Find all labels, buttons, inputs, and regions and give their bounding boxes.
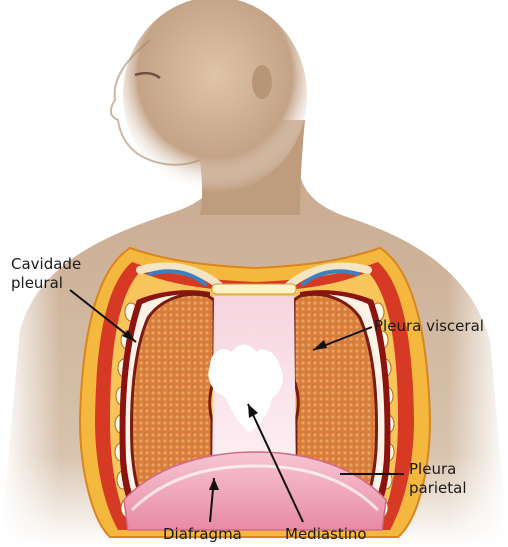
label-cavidade-pleural: Cavidade pleural: [11, 255, 81, 293]
label-pleura-parietal-line1: Pleura: [409, 460, 467, 479]
label-mediastino: Mediastino: [285, 525, 367, 544]
sternum: [212, 284, 296, 294]
label-pleura-visceral: Pleura visceral: [374, 317, 484, 336]
label-diafragma: Diafragma: [163, 525, 242, 544]
label-cavidade-line2: pleural: [11, 274, 81, 293]
label-pleura-parietal: Pleura parietal: [409, 460, 467, 498]
label-pleura-parietal-line2: parietal: [409, 479, 467, 498]
label-cavidade-line1: Cavidade: [11, 255, 81, 274]
head: [123, 0, 307, 193]
ear: [252, 65, 272, 99]
